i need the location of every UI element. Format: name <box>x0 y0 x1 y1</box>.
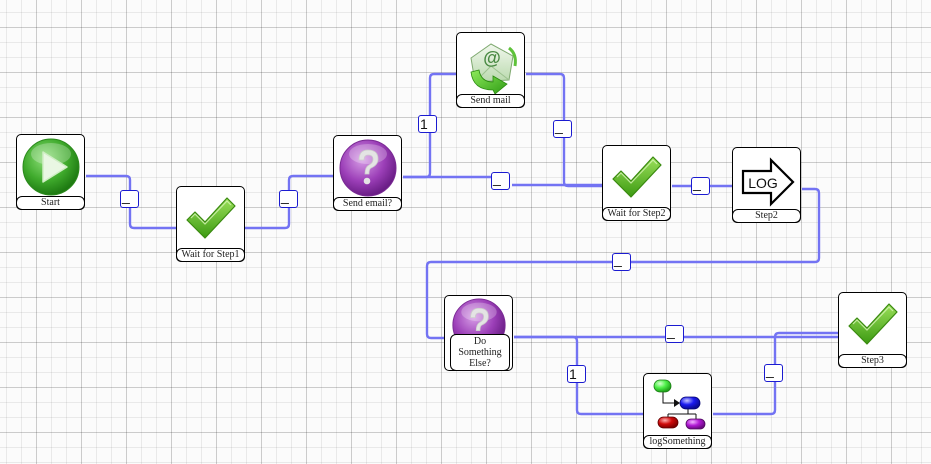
edge-label[interactable]: _ <box>120 189 139 208</box>
edge-label[interactable]: 1 <box>418 115 437 133</box>
node-step3[interactable]: Step3 <box>838 292 907 368</box>
node-label: Wait for Step1 <box>176 248 245 262</box>
edge-label[interactable]: _ <box>491 171 510 190</box>
checkmark-icon <box>847 303 898 345</box>
node-step2[interactable]: LOG Step2 <box>732 147 801 223</box>
node-label: Step2 <box>732 209 801 223</box>
edge-label[interactable]: _ <box>691 176 710 195</box>
node-label: logSomething <box>643 435 712 449</box>
node-do-something-else-question[interactable]: Do Something Else? <box>444 295 513 371</box>
node-send-mail[interactable]: @ Send mail <box>456 32 525 108</box>
node-wait-for-step1[interactable]: Wait for Step1 <box>176 186 245 262</box>
log-arrow-icon: LOG <box>741 157 795 207</box>
edge-label[interactable]: _ <box>279 189 298 208</box>
log-text: LOG <box>748 175 778 191</box>
checkmark-icon <box>611 156 662 198</box>
edge-label[interactable]: _ <box>553 119 572 138</box>
question-icon <box>339 139 396 197</box>
edge-label[interactable]: _ <box>665 324 684 343</box>
node-label: Step3 <box>838 354 907 368</box>
node-start[interactable]: Start <box>16 134 85 210</box>
edge-label[interactable]: _ <box>764 363 783 382</box>
edge-label[interactable]: _ <box>612 252 631 271</box>
flowchart-icon <box>653 379 705 430</box>
node-log-something[interactable]: logSomething <box>643 373 712 449</box>
edge-label[interactable]: 1 <box>567 365 586 383</box>
email-icon: @ <box>469 43 517 95</box>
node-label: Wait for Step2 <box>602 207 671 221</box>
node-wait-for-step2[interactable]: Wait for Step2 <box>602 145 671 221</box>
node-label: Start <box>16 196 85 210</box>
checkmark-icon <box>185 197 236 239</box>
node-label: Send email? <box>333 197 402 211</box>
node-label: Do Something Else? <box>450 334 510 371</box>
node-label: Send mail <box>456 94 525 108</box>
node-send-email-question[interactable]: Send email? <box>333 135 402 211</box>
svg-text:@: @ <box>483 48 501 68</box>
play-icon <box>22 138 79 196</box>
